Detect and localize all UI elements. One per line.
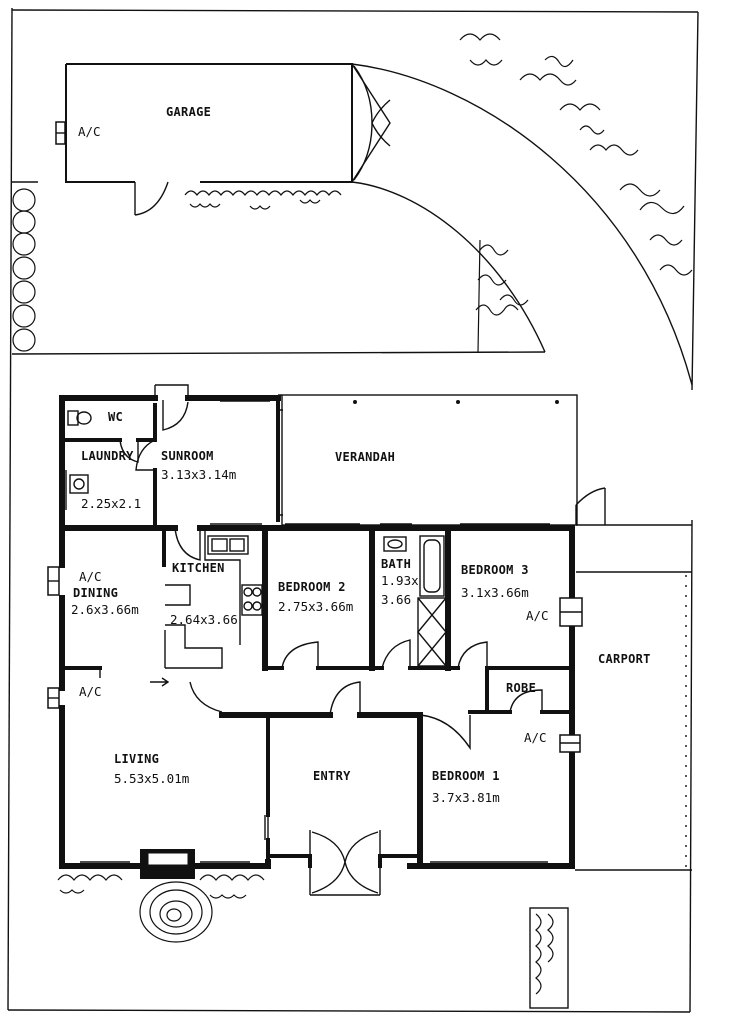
bedroom1-label: BEDROOM 1	[432, 769, 500, 783]
laundry-label: LAUNDRY	[81, 449, 134, 463]
fixtures	[47, 410, 583, 753]
dining-label: DINING	[73, 586, 118, 600]
bath-dims-line1: 1.93x	[381, 573, 419, 588]
living-ac-label: A/C	[79, 684, 102, 699]
bath-dims-line2: 3.66	[381, 592, 411, 607]
garden-shrubs	[57, 33, 693, 1009]
entry-label: ENTRY	[313, 769, 351, 783]
doors	[99, 384, 543, 896]
bedroom2-dims: 2.75x3.66m	[278, 599, 353, 614]
sunroom-label: SUNROOM	[161, 449, 214, 463]
site-boundary	[7, 7, 699, 1013]
dining-ac-label: A/C	[79, 569, 102, 584]
sunroom-dims: 3.13x3.14m	[161, 467, 236, 482]
dining-dims: 2.6x3.66m	[71, 602, 139, 617]
garage	[55, 63, 391, 216]
bath-label: BATH	[381, 557, 411, 571]
bedroom3-label: BEDROOM 3	[461, 563, 529, 577]
bedroom3-ac-label: A/C	[526, 608, 549, 623]
hedge-circles	[12, 188, 36, 352]
kitchen-dims: 2.64x3.66	[170, 612, 238, 627]
living-label: LIVING	[114, 752, 159, 766]
verandah	[278, 394, 606, 526]
verandah-label: VERANDAH	[335, 450, 395, 464]
wc-label: WC	[108, 410, 123, 424]
garage-ac-label: A/C	[78, 124, 101, 139]
carport	[575, 524, 692, 871]
carport-label: CARPORT	[598, 652, 651, 666]
bedroom1-dims: 3.7x3.81m	[432, 790, 500, 805]
garage-label: GARAGE	[166, 105, 211, 119]
robe-label: ROBE	[506, 681, 536, 695]
bedroom2-label: BEDROOM 2	[278, 580, 346, 594]
kitchen-label: KITCHEN	[172, 561, 225, 575]
robe-ac-label: A/C	[524, 730, 547, 745]
living-dims: 5.53x5.01m	[114, 771, 189, 786]
laundry-dims: 2.25x2.1	[81, 496, 141, 511]
windows	[61, 395, 550, 867]
bedroom3-dims: 3.1x3.66m	[461, 585, 529, 600]
driveway	[351, 63, 693, 386]
